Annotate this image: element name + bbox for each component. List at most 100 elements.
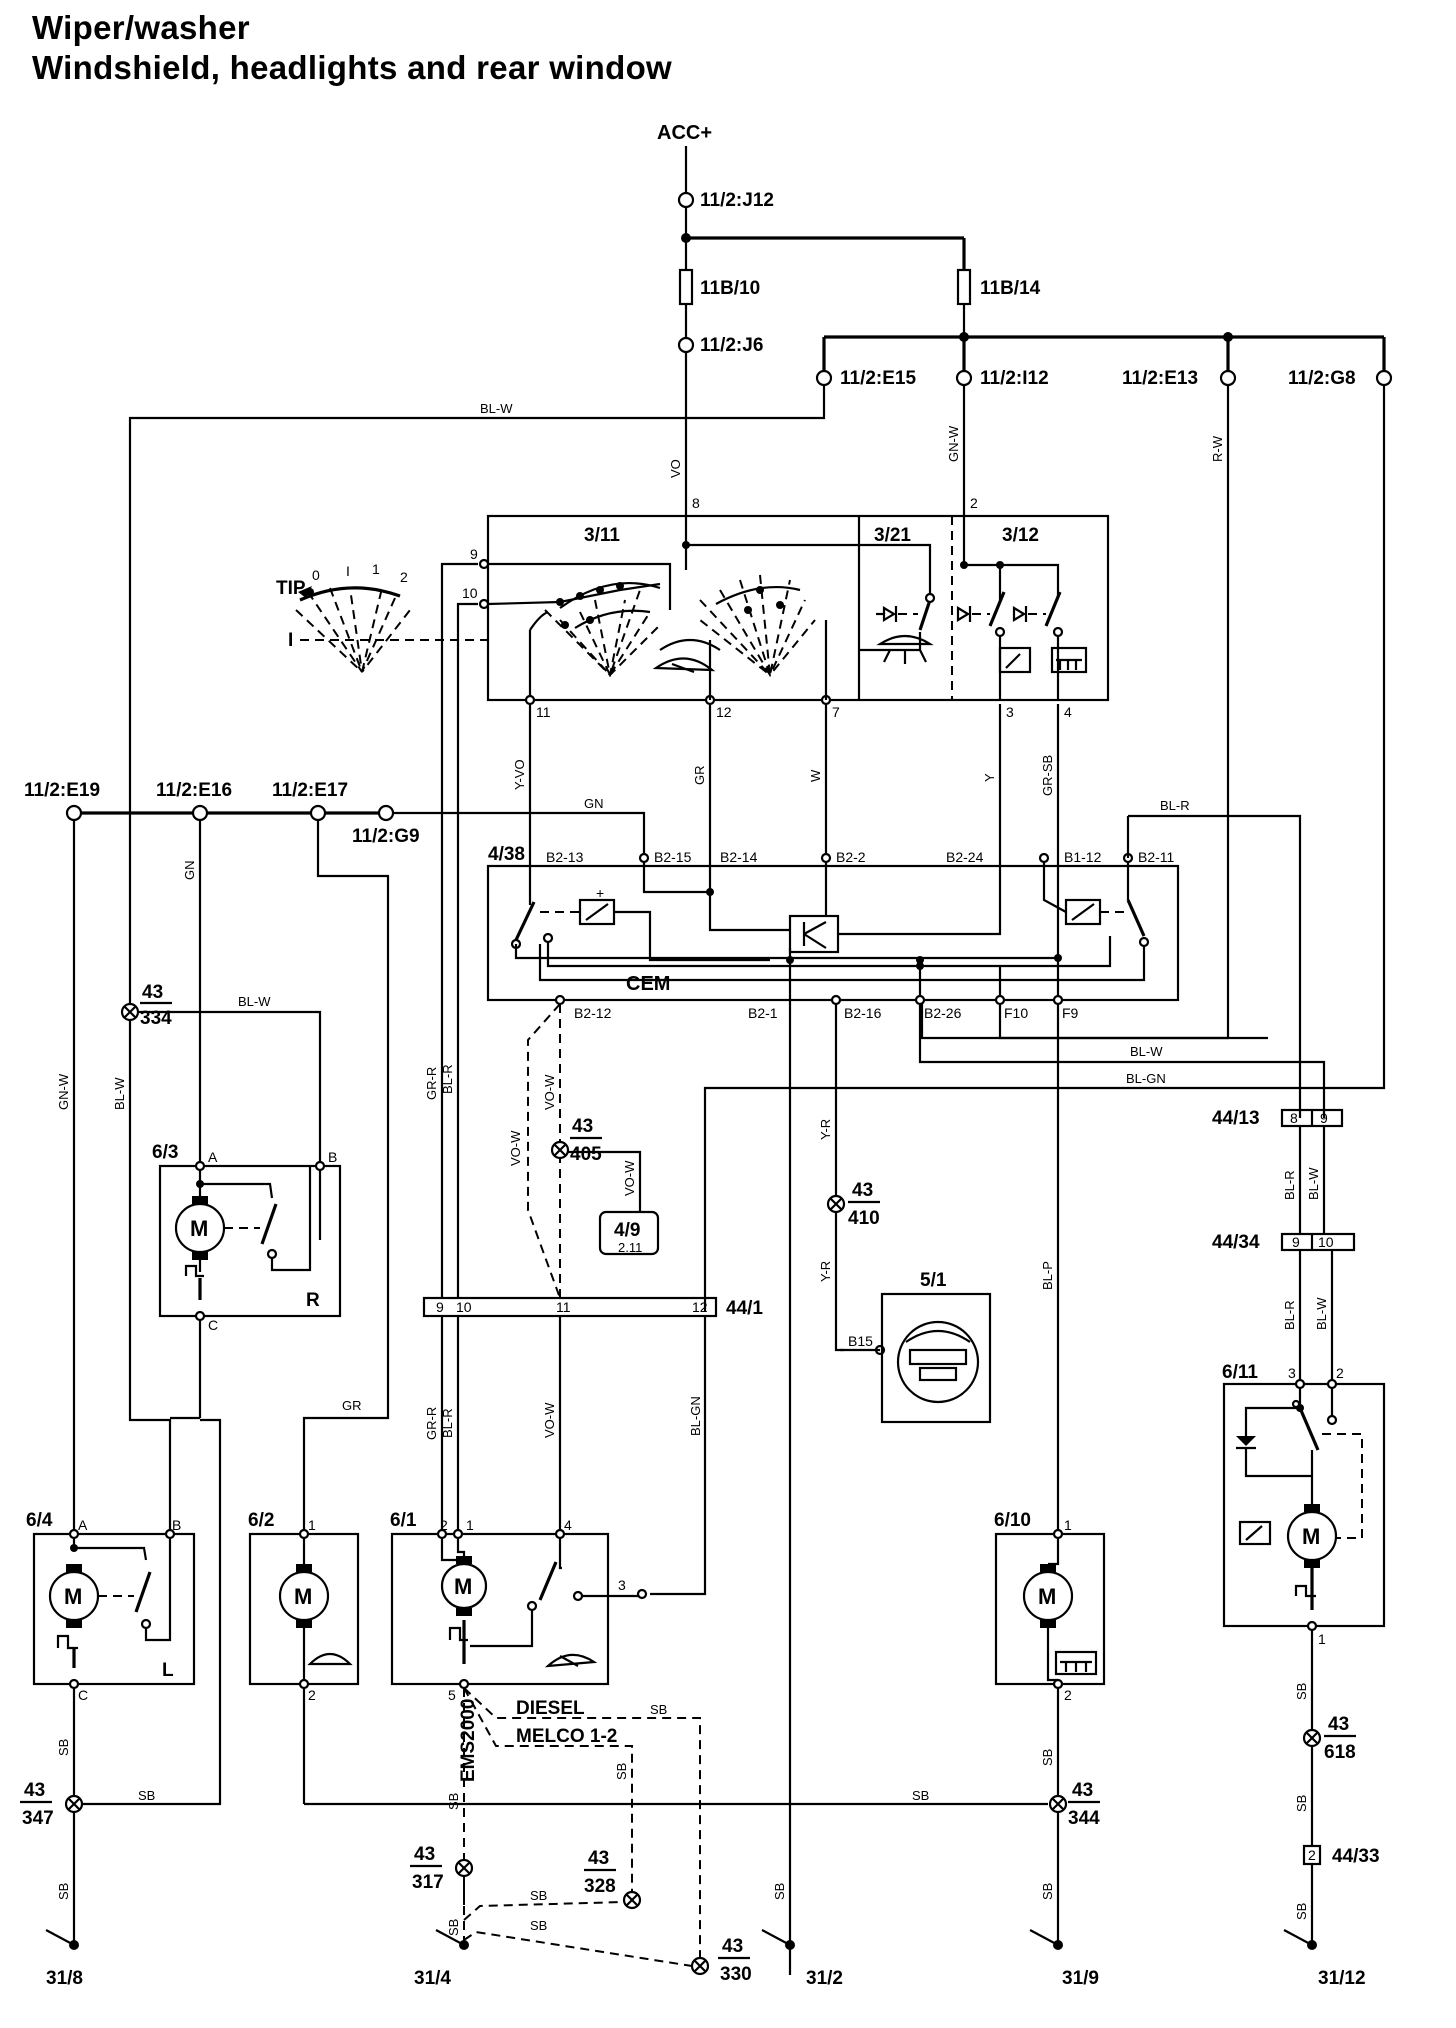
connector-j6: 11/2:J6 xyxy=(700,335,763,356)
svg-text:B2-24: B2-24 xyxy=(946,849,984,865)
connector-e13: 11/2:E13 xyxy=(1122,368,1198,389)
component-51: 5/1 xyxy=(920,1270,947,1291)
washer-switch-321 xyxy=(876,592,936,664)
svg-text:11: 11 xyxy=(536,704,551,720)
svg-text:1: 1 xyxy=(308,1517,316,1533)
svg-text:7: 7 xyxy=(832,704,840,720)
svg-text:10: 10 xyxy=(1318,1234,1334,1250)
splice-43-330: 43 330 xyxy=(690,1936,752,1985)
title-line-1: Wiper/washer xyxy=(32,9,250,46)
svg-text:3: 3 xyxy=(1288,1365,1296,1381)
svg-text:5: 5 xyxy=(448,1687,456,1703)
svg-text:31/2: 31/2 xyxy=(806,1968,843,1989)
svg-text:F9: F9 xyxy=(1062,1005,1079,1021)
wire-sb-344: SB xyxy=(912,1788,929,1803)
svg-text:0: 0 xyxy=(312,567,320,583)
wire-gn-top: GN xyxy=(584,796,604,811)
wiper-motor-61 xyxy=(390,1532,610,1686)
svg-text:9: 9 xyxy=(1320,1110,1328,1126)
wire-blw-r2: BL-W xyxy=(1314,1297,1329,1330)
wire-grsb: GR-SB xyxy=(1040,755,1055,796)
svg-text:8: 8 xyxy=(692,495,700,511)
component-4434: 44/34 xyxy=(1212,1232,1260,1253)
wire-yr-2: Y-R xyxy=(818,1261,833,1282)
connector-i12: 11/2:I12 xyxy=(980,368,1049,389)
wire-sb-330: SB xyxy=(530,1918,547,1933)
connector-j12: 11/2:J12 xyxy=(700,190,774,211)
svg-text:M: M xyxy=(190,1216,208,1241)
svg-text:B2-14: B2-14 xyxy=(720,849,758,865)
wire-blr-bot: BL-R xyxy=(440,1408,455,1438)
wire-sb-328: SB xyxy=(530,1888,547,1903)
svg-text:B2-26: B2-26 xyxy=(924,1005,962,1021)
rotary-switch-3-11-right xyxy=(699,574,816,678)
component-62: 6/2 xyxy=(248,1510,274,1531)
wire-vow-bot: VO-W xyxy=(542,1402,557,1438)
ground-31-12: 31/12 xyxy=(1283,1929,1366,1989)
svg-text:B: B xyxy=(328,1149,337,1165)
svg-text:1: 1 xyxy=(1064,1517,1072,1533)
svg-text:43: 43 xyxy=(572,1116,593,1137)
svg-text:1: 1 xyxy=(1318,1631,1326,1647)
connector-4434 xyxy=(1280,1232,1356,1252)
wire-yvo: Y-VO xyxy=(512,759,527,790)
rear-wiper-icon xyxy=(1238,1520,1272,1546)
windshield-wiper-icon xyxy=(652,657,716,672)
wire-blgn-bot: BL-GN xyxy=(688,1396,703,1436)
svg-text:43: 43 xyxy=(414,1844,435,1865)
wire-sb-347: SB xyxy=(138,1788,155,1803)
wire-blgn-mid: BL-GN xyxy=(1126,1071,1166,1086)
wire-sb-317: SB xyxy=(446,1919,461,1936)
wire-blr-r2: BL-R xyxy=(1282,1300,1297,1330)
rotary-switch-3-11 xyxy=(528,582,661,700)
instrument-gauge-icon xyxy=(896,1320,980,1404)
switch-block-311 xyxy=(486,514,1110,702)
instrument-cluster-51 xyxy=(880,1292,992,1424)
svg-text:A: A xyxy=(78,1517,88,1533)
ems-label: EMS2000 xyxy=(458,1699,479,1782)
splice-43-317: 43 317 xyxy=(410,1844,474,1893)
svg-text:B2-15: B2-15 xyxy=(654,849,692,865)
svg-text:330: 330 xyxy=(720,1964,752,1985)
svg-text:M: M xyxy=(294,1584,312,1609)
wire-sb-3112: SB xyxy=(1294,1903,1309,1920)
svg-text:M: M xyxy=(64,1584,82,1609)
wire-sb-618: SB xyxy=(1294,1795,1309,1812)
fuse-11b10-label: 11B/10 xyxy=(700,278,760,299)
svg-text:4: 4 xyxy=(564,1517,572,1533)
svg-text:B2-11: B2-11 xyxy=(1138,849,1175,865)
splice-43-618: 43 618 xyxy=(1302,1714,1356,1763)
splice-43-405: 43 405 xyxy=(550,1116,602,1165)
diesel-label: DIESEL xyxy=(516,1698,585,1719)
wire-gr-top: GR xyxy=(692,766,707,786)
svg-text:9: 9 xyxy=(1292,1234,1300,1250)
wire-sb-diesel: SB xyxy=(650,1702,667,1717)
headlight-washer-icon xyxy=(1050,646,1088,674)
wire-vow-2: VO-W xyxy=(542,1074,557,1110)
connector-g8: 11/2:G8 xyxy=(1288,368,1356,389)
wire-vow-3: VO-W xyxy=(622,1160,637,1196)
ground-31-8: 31/8 xyxy=(45,1929,83,1989)
svg-text:2.11: 2.11 xyxy=(618,1240,642,1255)
svg-text:43: 43 xyxy=(722,1936,743,1957)
svg-text:B2-1: B2-1 xyxy=(748,1005,778,1021)
svg-text:2: 2 xyxy=(970,495,978,511)
connector-e15: 11/2:E15 xyxy=(840,368,916,389)
component-4433: 44/33 xyxy=(1332,1846,1380,1867)
svg-text:B2-12: B2-12 xyxy=(574,1005,612,1021)
motor-64 xyxy=(32,1532,196,1686)
svg-text:8: 8 xyxy=(1290,1110,1298,1126)
svg-text:+: + xyxy=(596,885,604,901)
wire-blr-mid: BL-R xyxy=(440,1064,455,1094)
svg-text:12: 12 xyxy=(692,1299,708,1315)
cem-label: CEM xyxy=(626,973,670,995)
connector-441 xyxy=(422,1296,718,1318)
ground-31-9: 31/9 xyxy=(1029,1929,1099,1989)
title-block: Wiper/washer Windshield, headlights and … xyxy=(32,8,672,88)
wire-sb-610: SB xyxy=(1040,1749,1055,1766)
wire-blp: BL-P xyxy=(1040,1261,1055,1290)
svg-text:3: 3 xyxy=(1006,704,1014,720)
fuse-11b10 xyxy=(678,268,694,306)
svg-text:B: B xyxy=(172,1517,181,1533)
washer-spray-icon xyxy=(876,634,934,646)
